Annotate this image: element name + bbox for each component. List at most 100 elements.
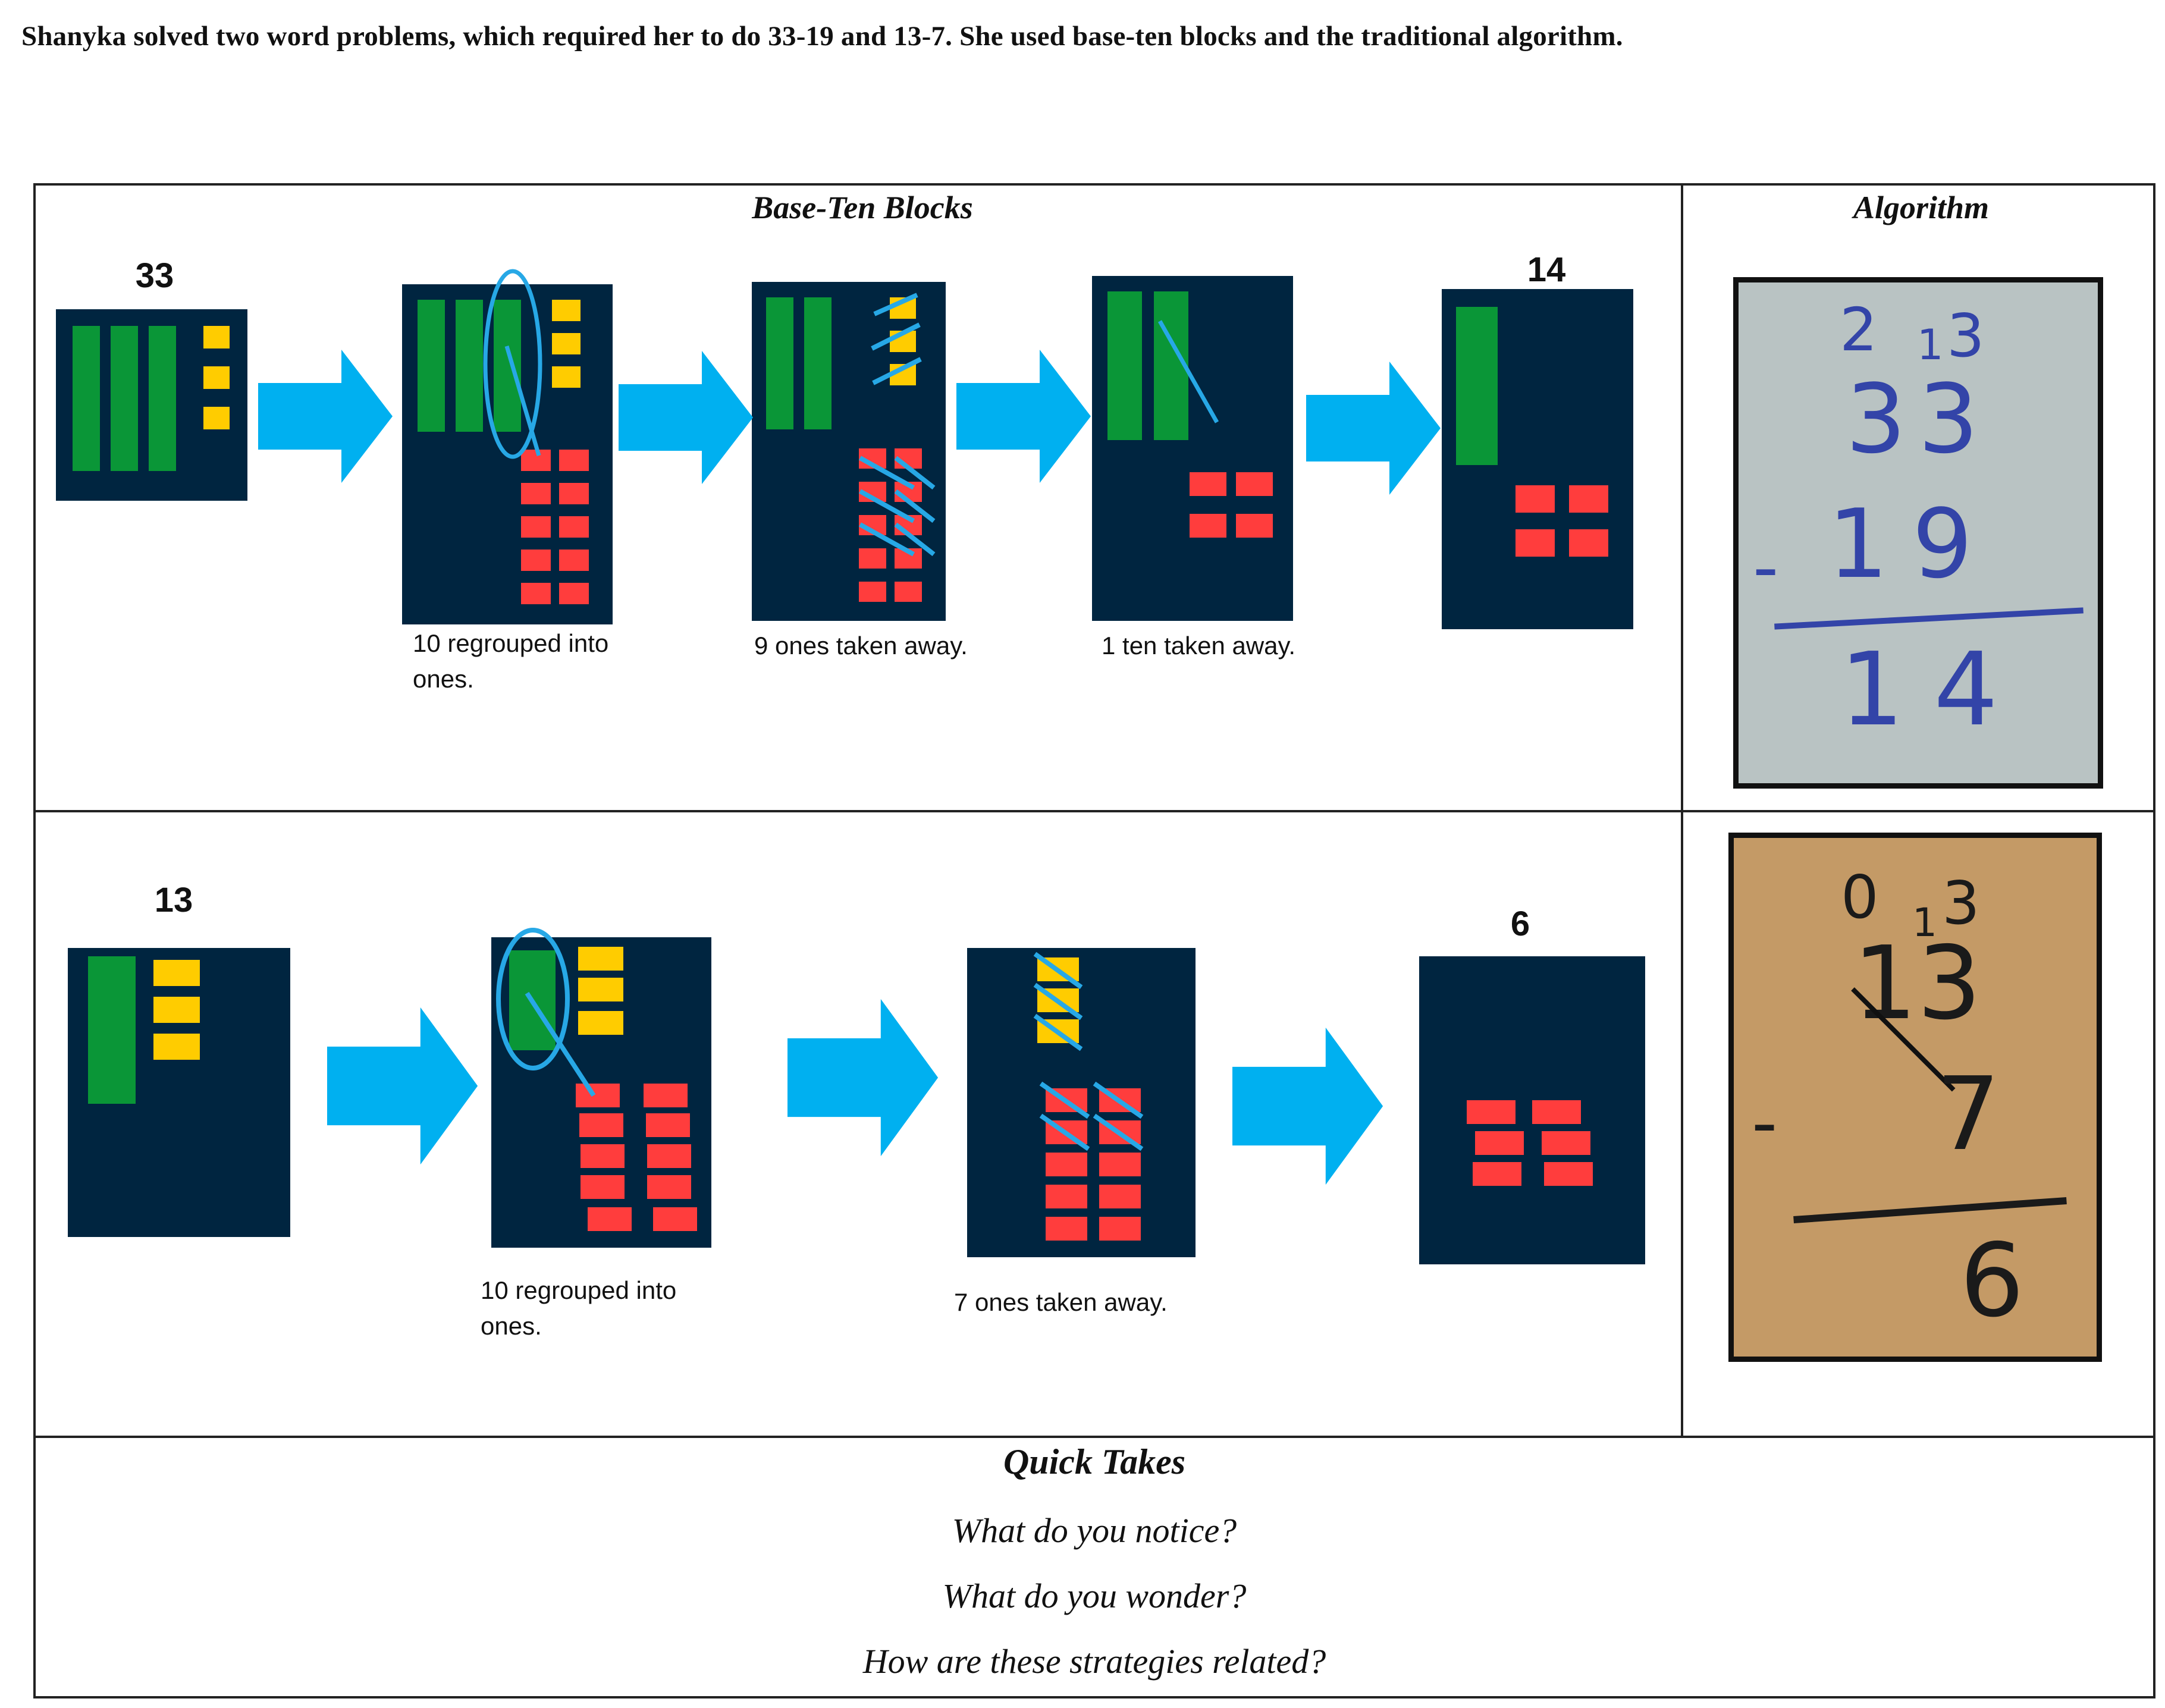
regrouped-one — [859, 582, 886, 602]
regrouped-one — [859, 448, 886, 469]
blocks-panel-take-ones — [967, 948, 1196, 1257]
subtrahend: 7 — [1936, 1056, 2001, 1173]
one-unit — [578, 1011, 623, 1035]
remaining-one — [1542, 1131, 1590, 1155]
regrouped-one — [647, 1175, 691, 1199]
regrouped-one — [653, 1207, 697, 1231]
remaining-one — [1475, 1131, 1524, 1155]
question-wonder: What do you wonder? — [942, 1577, 1247, 1615]
start-value-label: 33 — [135, 256, 174, 295]
base-ten-blocks-header: Base-Ten Blocks — [752, 190, 973, 225]
ten-rod — [149, 326, 176, 471]
ten-rod — [456, 300, 483, 432]
remaining-one — [1236, 472, 1273, 496]
one-unit — [552, 300, 581, 321]
one-unit — [1037, 957, 1079, 981]
caption-take-ten: 1 ten taken away. — [1102, 632, 1296, 660]
result-value-label: 6 — [1510, 905, 1530, 943]
ten-rod — [418, 300, 445, 432]
regrouped-one — [588, 1207, 632, 1231]
regroup-ones-digit: 3 — [1947, 301, 1985, 371]
remaining-one — [1467, 1100, 1516, 1124]
one-unit — [153, 960, 200, 986]
regrouped-one — [1046, 1217, 1087, 1241]
one-unit — [890, 331, 916, 352]
regrouped-one — [521, 516, 551, 538]
minuend: 33 — [1846, 363, 1991, 475]
regrouped-one — [895, 482, 922, 502]
algorithm-photo-13-7: 0 1 3 13 - 7 6 — [1728, 833, 2102, 1362]
result-value-label: 14 — [1527, 250, 1566, 289]
ten-rod — [88, 956, 136, 1104]
one-unit — [203, 407, 230, 429]
blocks-panel-regroup — [491, 937, 711, 1248]
remaining-one — [1236, 514, 1273, 538]
regrouped-one — [895, 515, 922, 535]
regrouped-one — [1099, 1185, 1141, 1208]
regrouped-one — [647, 1144, 691, 1168]
remaining-one — [1516, 485, 1555, 513]
caption-regroup: 10 regrouped into ones. — [481, 1276, 677, 1340]
one-unit — [552, 366, 581, 388]
one-unit — [552, 333, 581, 354]
one-unit — [578, 947, 623, 971]
one-unit — [890, 297, 916, 319]
ten-rod — [1456, 307, 1498, 465]
regrouped-one — [521, 550, 551, 571]
regrouped-one — [1046, 1120, 1087, 1144]
regrouped-one — [859, 482, 886, 502]
regrouped-one — [859, 515, 886, 535]
regrouped-one — [576, 1084, 620, 1107]
caption-take-ones: 7 ones taken away. — [954, 1288, 1168, 1316]
blocks-panel-6 — [1419, 956, 1645, 1264]
one-unit — [153, 997, 200, 1023]
regrouped-one — [521, 450, 551, 471]
one-unit — [1037, 1019, 1079, 1043]
strategy-table — [33, 183, 2155, 1698]
regrouped-one — [559, 483, 589, 504]
regrouped-one — [895, 448, 922, 469]
regrouped-one — [559, 550, 589, 571]
one-unit — [203, 326, 230, 348]
minuend: 13 — [1853, 925, 1982, 1043]
regrouped-one — [1046, 1153, 1087, 1176]
blocks-panel-14 — [1442, 289, 1633, 629]
regrouped-one — [559, 516, 589, 538]
ten-rod — [73, 326, 100, 471]
remaining-one — [1190, 472, 1226, 496]
one-unit — [578, 978, 623, 1001]
blocks-panel-take-ten — [1092, 276, 1293, 621]
regrouped-one — [1099, 1088, 1141, 1112]
regrouped-one — [1046, 1185, 1087, 1208]
regrouped-one — [581, 1144, 625, 1168]
algorithm-header: Algorithm — [1853, 190, 1990, 225]
ten-rod-regrouped — [509, 950, 556, 1050]
sum-line — [1774, 607, 2084, 630]
one-unit — [890, 364, 916, 385]
blocks-panel-33 — [56, 309, 247, 501]
question-related: How are these strategies related? — [862, 1642, 1326, 1681]
regrouped-one — [1099, 1217, 1141, 1241]
regrouped-one — [521, 583, 551, 604]
ten-rod — [1107, 291, 1142, 440]
regrouped-one — [559, 450, 589, 471]
subtrahend: 19 — [1828, 488, 1997, 599]
one-unit — [1037, 988, 1079, 1012]
one-unit — [203, 366, 230, 389]
regrouped-one — [1099, 1120, 1141, 1144]
regroup-tens-digit: 2 — [1840, 295, 1878, 365]
regrouped-one — [521, 483, 551, 504]
regrouped-one — [895, 548, 922, 569]
row-divider-1 — [33, 810, 2155, 812]
regroup-tens-digit: 0 — [1841, 862, 1879, 932]
problem-statement: Shanyka solved two word problems, which … — [21, 21, 1623, 52]
remaining-one — [1569, 485, 1608, 513]
ten-rod — [766, 297, 793, 429]
difference: 14 — [1840, 631, 2028, 749]
regroup-ones-digit: 3 — [1942, 868, 1980, 938]
quick-takes-title: Quick Takes — [1003, 1442, 1186, 1481]
remaining-one — [1544, 1162, 1593, 1186]
caption-regroup: 10 regrouped into ones. — [413, 629, 609, 693]
regrouped-one — [895, 582, 922, 602]
row-divider-2 — [33, 1436, 2155, 1438]
